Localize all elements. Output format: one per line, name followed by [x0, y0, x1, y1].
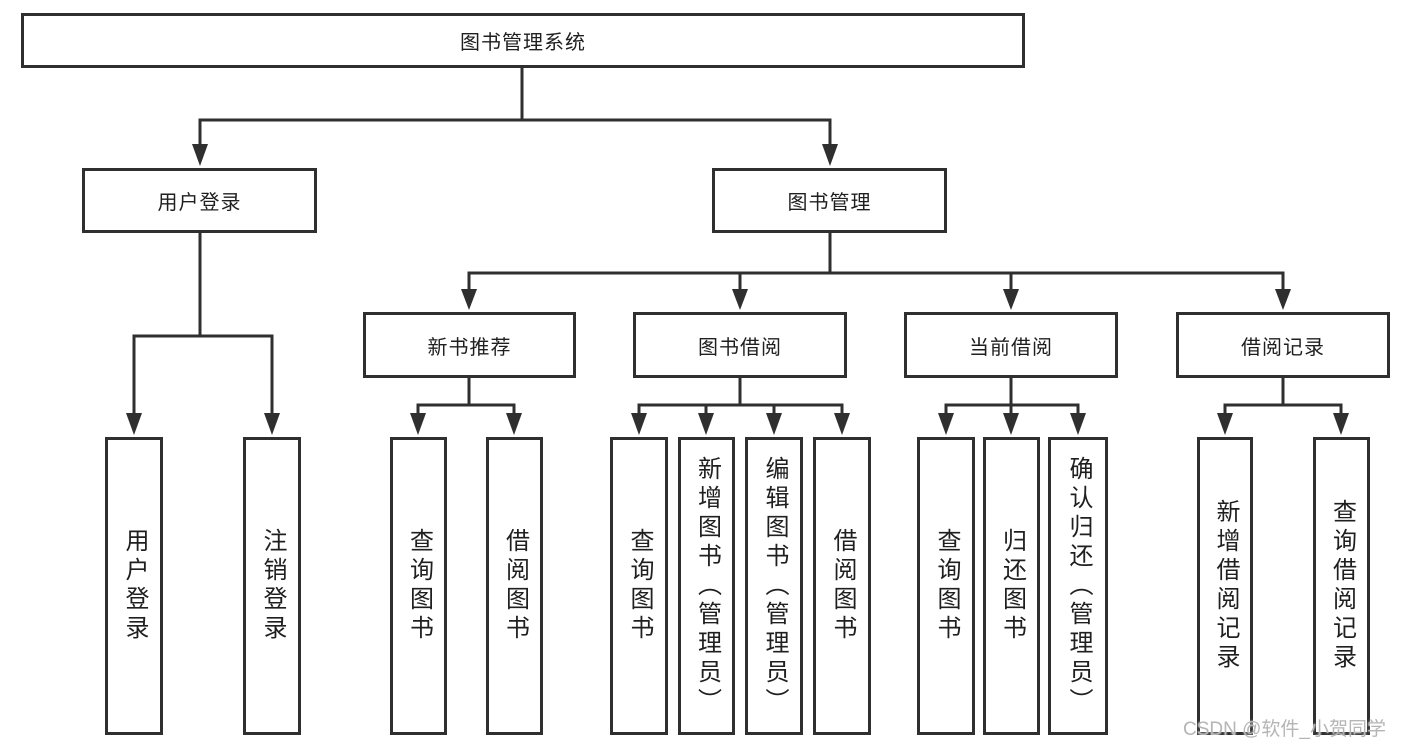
arrowhead-icon [506, 413, 522, 435]
arrowhead-icon [1003, 413, 1019, 435]
leaf-current-query-book-label: 查询图书 [933, 528, 960, 644]
leaf-recommend-borrow-book-label: 借阅图书 [501, 528, 529, 644]
arrowhead-icon [410, 413, 426, 435]
node-book-borrow: 图书借阅 [633, 312, 847, 378]
connector-paths [132, 66, 1343, 416]
arrowheads [126, 144, 1349, 435]
leaf-user-login-label: 用户登录 [121, 528, 148, 644]
leaf-records-query-record-label: 查询借阅记录 [1328, 499, 1356, 673]
node-current-borrow-label: 当前借阅 [969, 336, 1053, 359]
leaf-current-return-book: 归还图书 [983, 437, 1040, 735]
leaf-borrow-add-book-admin-label: 新增图书（管理员） [693, 455, 721, 717]
arrowhead-icon [1217, 413, 1233, 435]
node-borrow-records: 借阅记录 [1176, 312, 1390, 378]
arrowhead-icon [192, 144, 208, 166]
leaf-recommend-query-book-label: 查询图书 [405, 528, 433, 644]
leaf-current-query-book: 查询图书 [917, 437, 975, 735]
arrowhead-icon [1333, 413, 1349, 435]
node-user-login-branch-label: 用户登录 [157, 192, 242, 214]
csdn-watermark: CSDN @软件_小贺同学 [1183, 719, 1386, 740]
leaf-user-logout: 注销登录 [243, 437, 301, 735]
leaf-borrow-query-book: 查询图书 [610, 437, 668, 735]
arrowhead-icon [1070, 413, 1086, 435]
leaf-borrow-edit-book-admin-label: 编辑图书（管理员） [761, 455, 788, 717]
leaf-user-login: 用户登录 [105, 437, 163, 735]
leaf-records-query-record: 查询借阅记录 [1313, 437, 1370, 735]
leaf-current-confirm-return-admin-label: 确认归还（管理员） [1065, 455, 1092, 717]
arrowhead-icon [698, 413, 714, 435]
leaf-borrow-query-book-label: 查询图书 [626, 528, 653, 644]
arrowhead-icon [938, 413, 954, 435]
leaf-current-return-book-label: 归还图书 [998, 528, 1026, 644]
leaf-borrow-borrow-book-label: 借阅图书 [829, 528, 856, 644]
arrowhead-icon [264, 413, 280, 435]
leaf-borrow-borrow-book: 借阅图书 [813, 437, 871, 735]
node-borrow-records-label: 借阅记录 [1241, 336, 1325, 359]
leaf-borrow-edit-book-admin: 编辑图书（管理员） [745, 437, 803, 735]
arrowhead-icon [461, 289, 477, 310]
leaf-recommend-query-book: 查询图书 [390, 437, 447, 735]
node-book-management-label: 图书管理 [787, 192, 872, 214]
arrowhead-icon [822, 144, 838, 166]
leaf-records-add-record-label: 新增借阅记录 [1212, 499, 1239, 673]
arrowhead-icon [1275, 289, 1291, 310]
node-current-borrow: 当前借阅 [904, 312, 1118, 378]
leaf-records-add-record: 新增借阅记录 [1197, 437, 1253, 735]
leaf-borrow-add-book-admin: 新增图书（管理员） [678, 437, 735, 735]
node-new-book-recommend: 新书推荐 [363, 312, 576, 378]
node-book-management: 图书管理 [712, 168, 947, 233]
leaf-user-logout-label: 注销登录 [259, 528, 286, 644]
node-root: 图书管理系统 [21, 13, 1025, 68]
arrowhead-icon [732, 289, 748, 310]
arrowhead-icon [126, 413, 142, 435]
arrowhead-icon [1003, 289, 1019, 310]
leaf-recommend-borrow-book: 借阅图书 [486, 437, 543, 735]
node-new-book-recommend-label: 新书推荐 [427, 336, 512, 359]
node-user-login-branch: 用户登录 [82, 168, 317, 233]
node-book-borrow-label: 图书借阅 [698, 336, 782, 359]
leaf-current-confirm-return-admin: 确认归还（管理员） [1048, 437, 1108, 735]
arrowhead-icon [766, 413, 782, 435]
arrowhead-icon [834, 413, 850, 435]
node-root-label: 图书管理系统 [460, 32, 586, 54]
arrowhead-icon [631, 413, 647, 435]
